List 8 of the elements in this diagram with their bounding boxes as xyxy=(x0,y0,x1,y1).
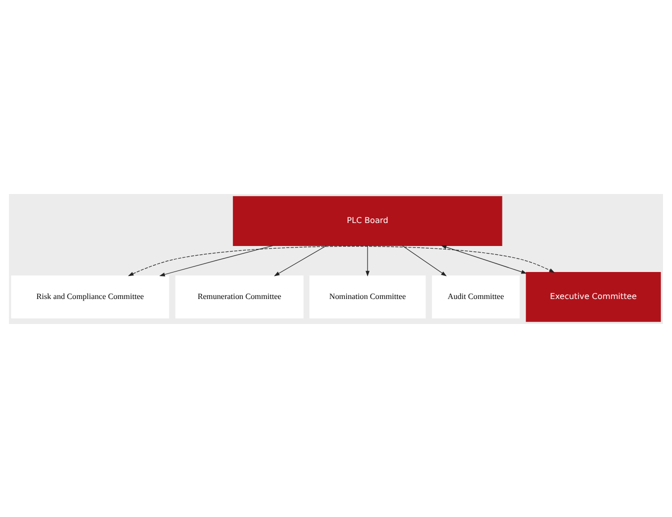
node-box: Executive Committee xyxy=(526,272,661,322)
arrow xyxy=(128,246,555,276)
arrow xyxy=(159,244,274,276)
arrow xyxy=(366,244,370,276)
arrow xyxy=(402,244,447,276)
arrow xyxy=(440,244,527,274)
arrow xyxy=(274,244,327,276)
node-box: PLC Board xyxy=(232,196,502,246)
